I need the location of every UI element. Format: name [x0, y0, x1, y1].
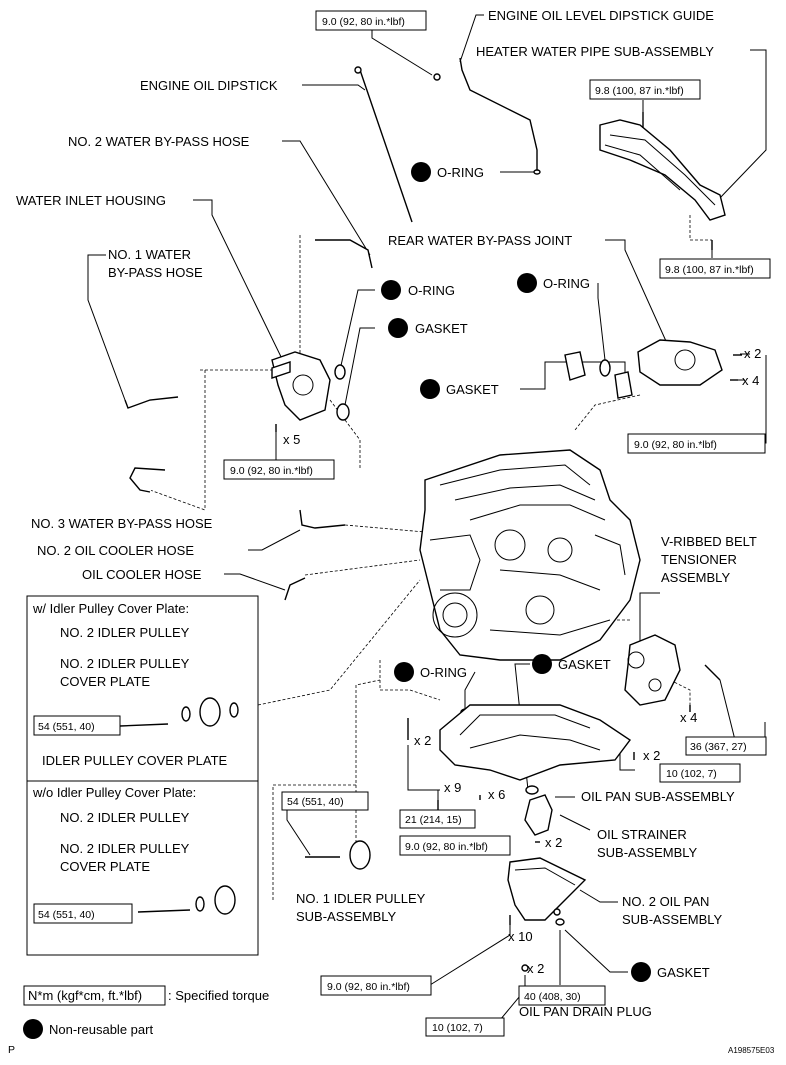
v-ribbed-belt-tensioner: [624, 634, 681, 706]
engine-oil-dipstick: [359, 69, 413, 223]
svg-text:NO. 2 IDLER PULLEY: NO. 2 IDLER PULLEY: [60, 656, 190, 671]
label-no2-oil-pan-1: NO. 2 OIL PAN: [622, 894, 709, 909]
torque-no2-oil-pan: 9.0 (92, 80 in.*lbf): [327, 981, 410, 993]
svg-text:x 5: x 5: [283, 432, 300, 447]
label-no3-bypass: NO. 3 WATER BY-PASS HOSE: [31, 516, 213, 531]
label-strainer-1: OIL STRAINER: [597, 827, 687, 842]
legend-non-reusable: Non-reusable part: [49, 1022, 153, 1037]
torque-oil-pan-21: 21 (214, 15): [405, 814, 462, 826]
label-gasket-drain: GASKET: [657, 965, 710, 980]
no2-oil-cooler-hose: [299, 509, 346, 529]
no2-oil-pan: [507, 857, 587, 921]
rear-water-bypass-joint: [637, 339, 723, 386]
label-gasket-mid: GASKET: [446, 382, 499, 397]
label-no2-oil-pan-2: SUB-ASSEMBLY: [622, 912, 723, 927]
label-drain-plug: OIL PAN DRAIN PLUG: [519, 1004, 652, 1019]
label-gasket-pan: GASKET: [558, 657, 611, 672]
no2-water-bypass-hose: [315, 239, 373, 269]
svg-text:COVER PLATE: COVER PLATE: [60, 859, 150, 874]
torque-heater-pipe-top: 9.8 (100, 87 in.*lbf): [595, 85, 684, 97]
label-strainer-2: SUB-ASSEMBLY: [597, 845, 698, 860]
torque-tensioner: 36 (367, 27): [690, 741, 747, 753]
svg-text:NO. 2 IDLER PULLEY: NO. 2 IDLER PULLEY: [60, 625, 190, 640]
dipstick-guide: [459, 57, 538, 170]
torque-rear-bypass: 9.0 (92, 80 in.*lbf): [634, 439, 717, 451]
legend-dot-icon: [23, 1019, 43, 1039]
svg-text:IDLER PULLEY COVER PLATE: IDLER PULLEY COVER PLATE: [42, 753, 228, 768]
oil-strainer: [524, 794, 553, 836]
label-tensioner-3: ASSEMBLY: [661, 570, 730, 585]
torque-no2-idler-wo: 54 (551, 40): [38, 909, 95, 921]
torque-strainer: 9.0 (92, 80 in.*lbf): [405, 841, 488, 853]
idler-box-with-cover: w/ Idler Pulley Cover Plate: NO. 2 IDLER…: [26, 595, 259, 782]
oil-pan: [439, 704, 632, 781]
svg-text:x 2: x 2: [643, 748, 660, 763]
leader-lines: [87, 14, 767, 1021]
legend-torque-box: N*m (kgf*cm, ft.*lbf): [28, 988, 142, 1003]
part-labels: ENGINE OIL LEVEL DIPSTICK GUIDE HEATER W…: [16, 8, 761, 1019]
torque-heater-pipe-bottom: 9.8 (100, 87 in.*lbf): [665, 264, 754, 276]
label-no1-bypass-2: BY-PASS HOSE: [108, 265, 203, 280]
water-inlet-housing: [271, 351, 331, 421]
parts: [124, 57, 742, 972]
torque-water-inlet: 9.0 (92, 80 in.*lbf): [230, 465, 313, 477]
svg-text:x 4: x 4: [742, 373, 759, 388]
label-water-inlet: WATER INLET HOUSING: [16, 193, 166, 208]
footer-left: P: [8, 1044, 15, 1056]
no3-water-bypass-hose: [129, 467, 166, 493]
torque-no2-oil-pan-10: 10 (102, 7): [432, 1022, 483, 1034]
label-oring-left: O-RING: [408, 283, 455, 298]
label-oring-right: O-RING: [543, 276, 590, 291]
svg-text:NO. 2 IDLER PULLEY: NO. 2 IDLER PULLEY: [60, 841, 190, 856]
label-gasket-left: GASKET: [415, 321, 468, 336]
heater-water-pipe: [599, 119, 726, 221]
label-rear-bypass: REAR WATER BY-PASS JOINT: [388, 233, 572, 248]
oil-cooler-hose: [284, 577, 306, 601]
label-oil-cooler: OIL COOLER HOSE: [82, 567, 202, 582]
torque-dipstick-guide: 9.0 (92, 80 in.*lbf): [322, 16, 405, 28]
svg-text:x 6: x 6: [488, 787, 505, 802]
engine-block: [419, 449, 641, 661]
svg-text:NO. 2 IDLER PULLEY: NO. 2 IDLER PULLEY: [60, 810, 190, 825]
svg-text:x 10: x 10: [508, 929, 533, 944]
torque-no1-idler: 54 (551, 40): [287, 796, 344, 808]
label-tensioner-1: V-RIBBED BELT: [661, 534, 757, 549]
label-no1-idler-1: NO. 1 IDLER PULLEY: [296, 891, 426, 906]
torque-no2-idler-w: 54 (551, 40): [38, 721, 95, 733]
svg-text:x 4: x 4: [680, 710, 697, 725]
label-no2-oil-cooler: NO. 2 OIL COOLER HOSE: [37, 543, 194, 558]
legend: N*m (kgf*cm, ft.*lbf) : Specified torque…: [23, 985, 269, 1039]
torque-boxes: 9.0 (92, 80 in.*lbf) 9.8 (100, 87 in.*lb…: [33, 10, 771, 1037]
label-oring-top: O-RING: [437, 165, 484, 180]
svg-text:x 2: x 2: [414, 733, 431, 748]
w-idler-title: w/ Idler Pulley Cover Plate:: [32, 601, 189, 616]
svg-text:x 2: x 2: [744, 346, 761, 361]
svg-text:x 2: x 2: [545, 835, 562, 850]
label-dipstick-guide: ENGINE OIL LEVEL DIPSTICK GUIDE: [488, 8, 714, 23]
label-oil-pan: OIL PAN SUB-ASSEMBLY: [581, 789, 735, 804]
legend-torque-desc: : Specified torque: [168, 988, 269, 1003]
torque-oil-pan-10: 10 (102, 7): [666, 768, 717, 780]
svg-text:x 9: x 9: [444, 780, 461, 795]
no1-idler-pulley: [349, 840, 371, 870]
wo-idler-title: w/o Idler Pulley Cover Plate:: [32, 785, 196, 800]
label-no1-idler-2: SUB-ASSEMBLY: [296, 909, 397, 924]
footer-right: A198575E03: [728, 1046, 775, 1055]
no1-water-bypass-hose: [124, 396, 179, 409]
label-tensioner-2: TENSIONER: [661, 552, 737, 567]
label-no2-bypass: NO. 2 WATER BY-PASS HOSE: [68, 134, 250, 149]
idler-box-without-cover: w/o Idler Pulley Cover Plate: NO. 2 IDLE…: [26, 780, 259, 956]
label-heater-pipe: HEATER WATER PIPE SUB-ASSEMBLY: [476, 44, 714, 59]
label-no1-bypass-1: NO. 1 WATER: [108, 247, 191, 262]
label-dipstick: ENGINE OIL DIPSTICK: [140, 78, 278, 93]
svg-text:COVER PLATE: COVER PLATE: [60, 674, 150, 689]
label-oring-pan: O-RING: [420, 665, 467, 680]
torque-drain-plug: 40 (408, 30): [524, 991, 581, 1003]
svg-text:x 2: x 2: [527, 961, 544, 976]
